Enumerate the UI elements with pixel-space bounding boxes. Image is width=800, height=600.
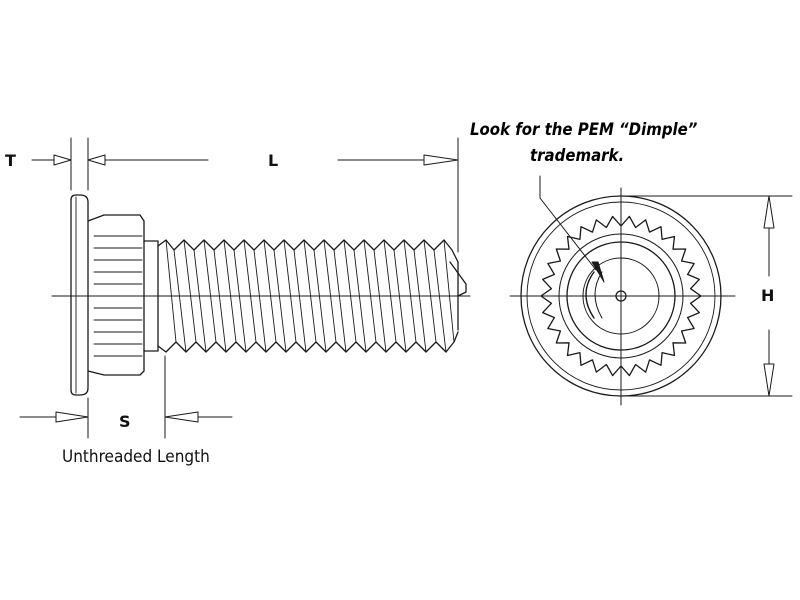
dimple-mark [585,271,595,319]
head-inner-circle [526,201,716,391]
dimension-s [19,355,233,439]
end-view [509,187,736,406]
tip-point [449,261,467,297]
dimension-s-label: S [119,412,131,431]
thread-minor-circle [582,257,660,335]
dimple-mark-inner [594,271,603,319]
dimple-note-line1: Look for the PEM “Dimple” [470,120,698,140]
dimension-l [337,137,459,253]
thread-top-profile [157,239,459,263]
dimension-h [624,195,793,397]
unthreaded-neck [143,240,159,352]
dimple-leader [539,175,605,283]
thread-major-circle [566,241,676,351]
thread-flanks [165,239,455,353]
thread-bottom-profile [157,331,459,353]
dimple-note-line2: trademark. [530,146,625,166]
dimension-l-label: L [268,151,279,170]
dimension-t [31,137,209,191]
knurled-shank [87,214,145,376]
dimension-t-label: T [5,151,16,170]
unthreaded-length-label: Unthreaded Length [62,447,210,467]
center-dot [615,290,627,302]
head-flange [70,194,89,396]
knurl-ridges [93,235,143,357]
dimension-h-label: H [761,286,775,305]
head-outer-circle [520,195,722,397]
shank-circle [558,233,684,359]
knurl-profile [540,215,702,377]
